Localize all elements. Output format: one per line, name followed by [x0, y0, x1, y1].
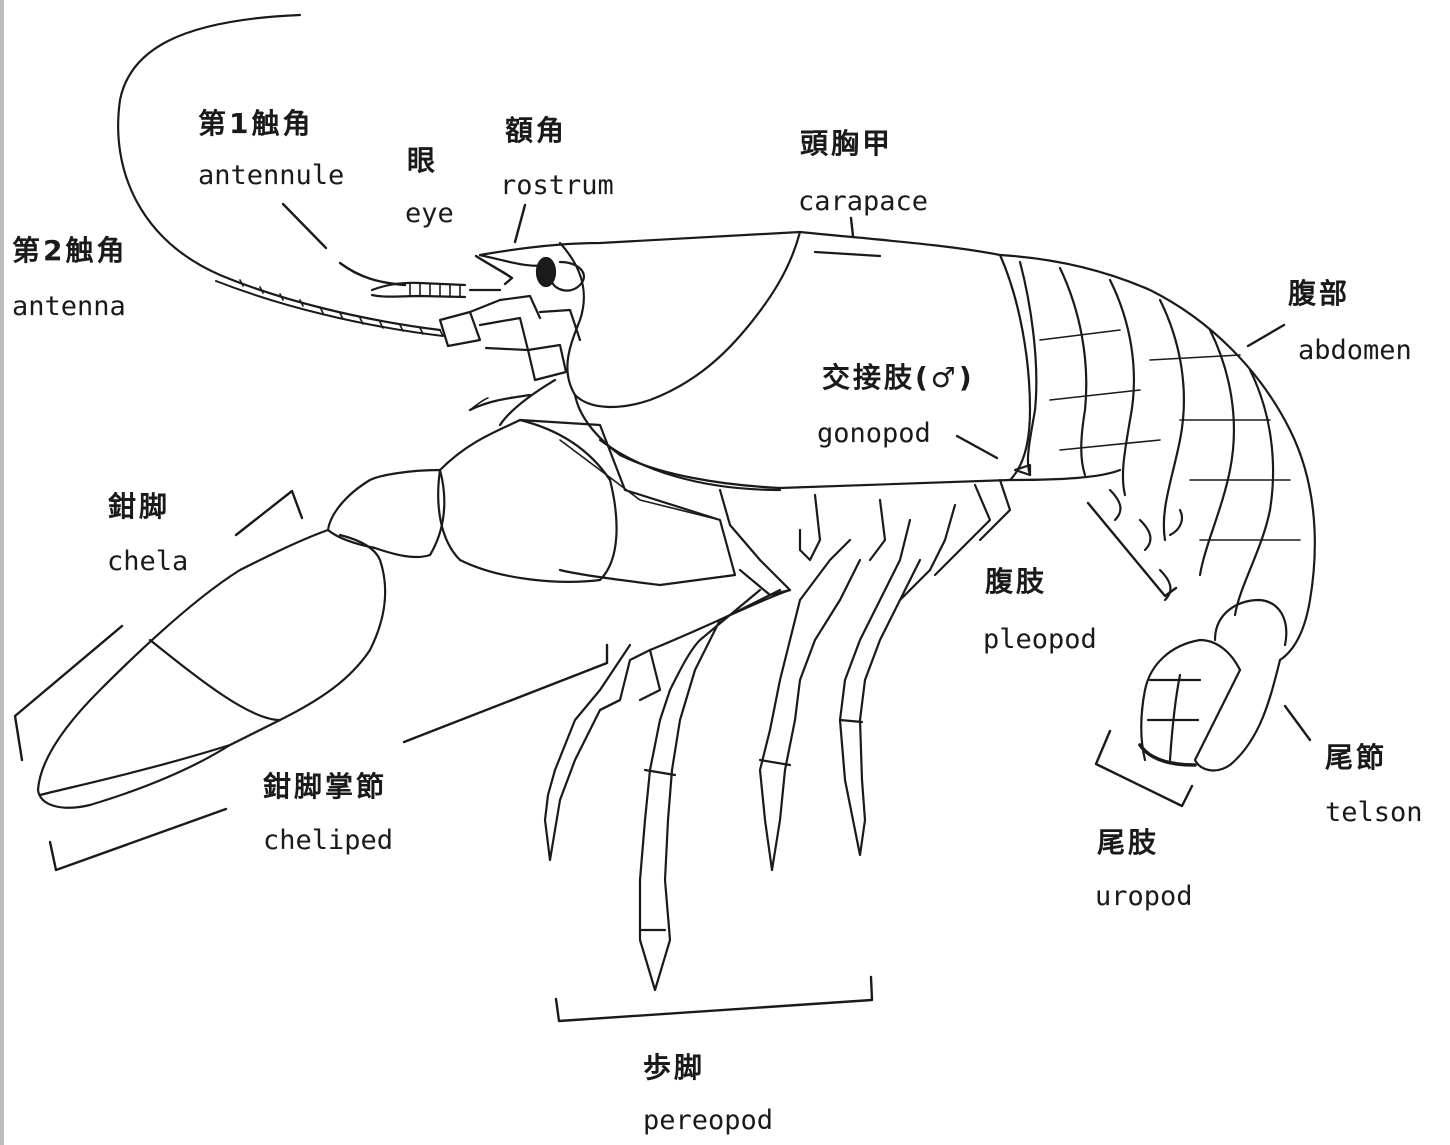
- pleopod-label-ja: 腹肢: [985, 568, 1047, 596]
- gonopod-label-ja: 交接肢(♂): [822, 364, 975, 392]
- tail-fan: [1140, 600, 1286, 770]
- abdomen-label-ja: 腹部: [1288, 280, 1350, 308]
- abdomen-label-en: abdomen: [1298, 337, 1412, 364]
- antennule-label-en: antennule: [198, 162, 344, 189]
- antennule-flagella: [372, 283, 500, 297]
- carapace-label-ja: 頭胸甲: [800, 130, 893, 158]
- abdomen-segments: [1000, 255, 1315, 660]
- uropod-label-ja: 尾肢: [1097, 829, 1159, 857]
- antennule-label-ja: 第1触角: [198, 110, 313, 138]
- pereopod-label-ja: 歩脚: [643, 1054, 705, 1082]
- pleopod-label-en: pleopod: [983, 626, 1097, 653]
- head-outline: [480, 232, 800, 407]
- gonopod-label-en: gonopod: [817, 420, 931, 447]
- antenna-label-ja: 第2触角: [12, 237, 127, 265]
- cheliped-label-en: cheliped: [263, 827, 393, 854]
- rostrum-label-ja: 額角: [505, 117, 567, 145]
- chela-label-ja: 鉗脚: [108, 493, 170, 521]
- telson-label-ja: 尾節: [1325, 744, 1387, 772]
- walking-legs: [545, 490, 955, 990]
- uropod-label-en: uropod: [1095, 883, 1193, 910]
- eye-label-en: eye: [405, 200, 454, 227]
- telson-label-en: telson: [1325, 799, 1423, 826]
- cheliped-label-ja: 鉗脚掌節: [263, 773, 387, 801]
- antennal-peduncle: [440, 296, 580, 380]
- eye-label-ja: 眼: [407, 147, 438, 175]
- cheliped: [38, 380, 735, 808]
- carapace-label-en: carapace: [798, 188, 928, 215]
- pereopod-label-en: pereopod: [643, 1107, 773, 1134]
- chela-label-en: chela: [107, 548, 188, 575]
- pleopods: [935, 465, 1170, 600]
- antenna-label-en: antenna: [12, 293, 126, 320]
- rostrum-label-en: rostrum: [500, 172, 614, 199]
